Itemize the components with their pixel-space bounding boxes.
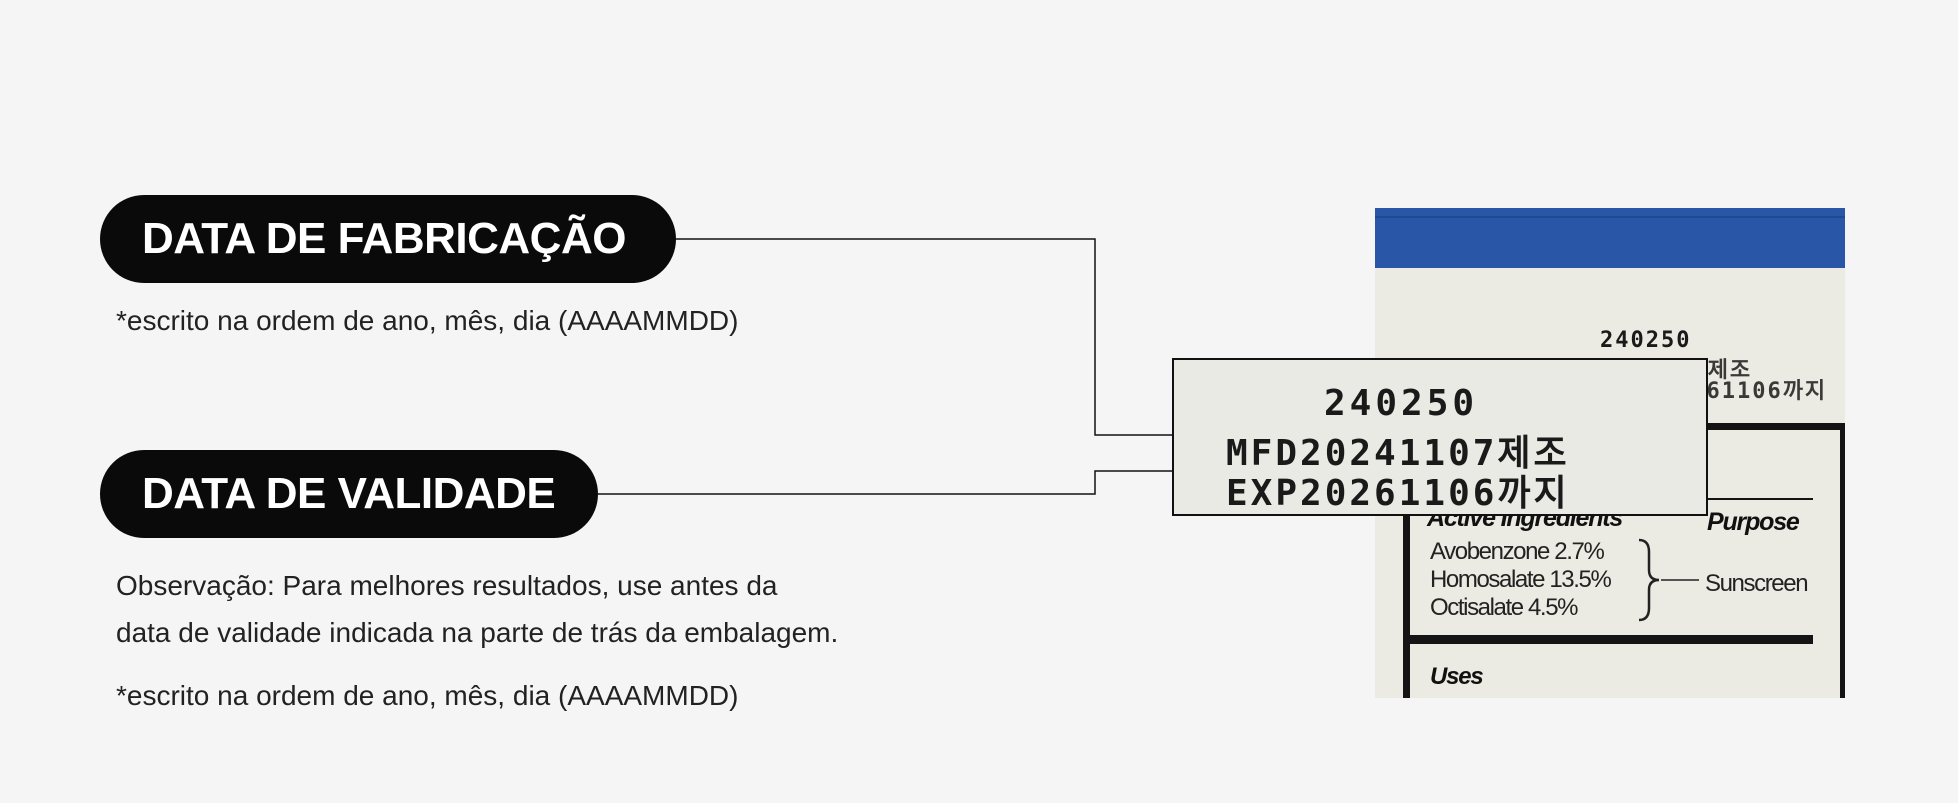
- mfd-connector-arrow: [676, 238, 1212, 443]
- date-code-zoom-callout: 240250 MFD20241107제조 EXP20261106까지: [1172, 358, 1708, 516]
- expiry-observation-line-2: data de validade indicada na parte de tr…: [116, 617, 839, 648]
- exp-connector-arrow: [598, 463, 1212, 495]
- zoom-lot-number: 240250: [1324, 383, 1479, 424]
- uses-heading: Uses: [1430, 663, 1484, 690]
- manufacture-date-format-note: *escrito na ordem de ano, mês, dia (AAAA…: [116, 305, 739, 336]
- brace-connector-icon: [1638, 538, 1699, 622]
- expiry-date-title: DATA DE VALIDADE: [100, 450, 598, 538]
- manufacture-date-title: DATA DE FABRICAÇÃO: [100, 195, 676, 283]
- drug-facts-divider-thick: [1403, 635, 1813, 644]
- purpose-value: Sunscreen: [1705, 570, 1809, 597]
- zoom-mfd-code: MFD20241107제조: [1226, 433, 1570, 474]
- purpose-heading: Purpose: [1707, 508, 1800, 536]
- package-blue-band: [1375, 208, 1845, 268]
- expiry-observation-line-1: Observação: Para melhores resultados, us…: [116, 570, 778, 601]
- ingredient-item: Octisalate 4.5%: [1430, 594, 1578, 621]
- zoom-exp-code: EXP20261106까지: [1226, 473, 1570, 514]
- ingredient-item: Homosalate 13.5%: [1430, 566, 1612, 593]
- expiry-date-format-note: *escrito na ordem de ano, mês, dia (AAAA…: [116, 680, 739, 711]
- ingredient-item: Avobenzone 2.7%: [1430, 538, 1605, 565]
- package-lot-number: 240250: [1600, 328, 1692, 353]
